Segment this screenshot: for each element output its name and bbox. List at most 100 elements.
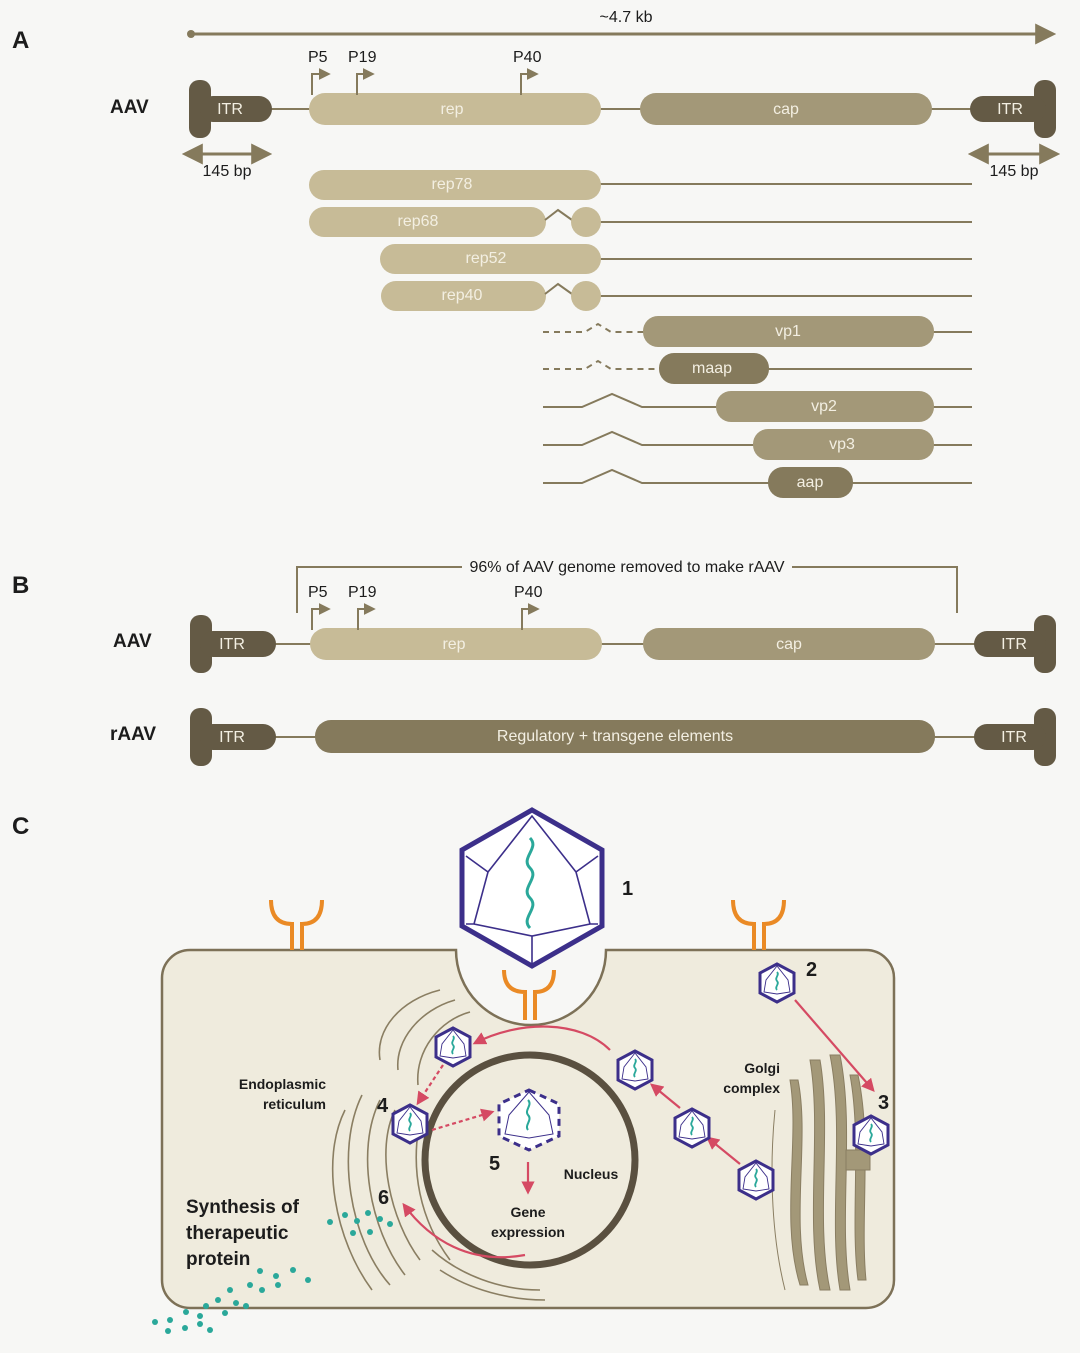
transcript-maap: maap bbox=[543, 353, 972, 384]
itr-size-right: 145 bp bbox=[990, 163, 1039, 180]
aav-row-label: AAV bbox=[110, 97, 149, 118]
protein-dot bbox=[215, 1297, 221, 1303]
transgene-cassette bbox=[315, 720, 935, 753]
svg-text:rep52: rep52 bbox=[466, 250, 507, 267]
virions bbox=[391, 962, 890, 1201]
promoter-p5: P5 bbox=[308, 49, 331, 95]
itr-size-left: 145 bp bbox=[203, 163, 252, 180]
protein-dot bbox=[182, 1325, 188, 1331]
svg-text:P5: P5 bbox=[308, 49, 328, 66]
protein-dot bbox=[350, 1230, 356, 1236]
rep-label-b: rep bbox=[442, 636, 465, 653]
protein-dot bbox=[365, 1210, 371, 1216]
protein-dot bbox=[342, 1212, 348, 1218]
protein-dot bbox=[273, 1273, 279, 1279]
cap-gene-b bbox=[643, 628, 935, 660]
protein-dot bbox=[259, 1287, 265, 1293]
svg-text:ITR: ITR bbox=[1001, 729, 1027, 746]
aav-capsid-large bbox=[459, 807, 605, 969]
protein-dot bbox=[354, 1218, 360, 1224]
removed-bracket bbox=[296, 566, 958, 613]
transcript-vp1: vp1 bbox=[543, 316, 972, 347]
itr-left-b: ITR bbox=[190, 615, 276, 673]
protein-dot bbox=[233, 1300, 239, 1306]
protein-dot bbox=[305, 1277, 311, 1283]
itr-left: ITR bbox=[189, 80, 272, 138]
svg-text:vp3: vp3 bbox=[829, 436, 855, 453]
protein-dot bbox=[387, 1221, 393, 1227]
gene-expression-label-2: expression bbox=[491, 1224, 565, 1240]
svg-text:P40: P40 bbox=[514, 584, 543, 601]
panel-c-label: C bbox=[12, 813, 29, 840]
protein-dot bbox=[152, 1319, 158, 1325]
transcript-vp3: vp3 bbox=[543, 429, 972, 460]
svg-text:ITR: ITR bbox=[219, 636, 245, 653]
genome-size-label: ~4.7 kb bbox=[600, 9, 653, 26]
svg-text:rep78: rep78 bbox=[432, 176, 473, 193]
step-5: 5 bbox=[489, 1153, 500, 1175]
rep-gene-b bbox=[310, 628, 602, 660]
transcript-rep40: rep40 bbox=[381, 281, 972, 311]
promoter-p40: P40 bbox=[513, 49, 542, 95]
svg-text:ITR: ITR bbox=[219, 729, 245, 746]
nucleus-label: Nucleus bbox=[564, 1166, 619, 1182]
protein-dot bbox=[290, 1267, 296, 1273]
gene-expression-label-1: Gene bbox=[510, 1204, 545, 1220]
svg-text:rep68: rep68 bbox=[398, 213, 439, 230]
aav-capsid-small bbox=[737, 1159, 775, 1201]
aav-row-label-b: AAV bbox=[113, 631, 152, 652]
svg-text:maap: maap bbox=[692, 360, 732, 377]
transgene-label: Regulatory + transgene elements bbox=[497, 728, 733, 745]
itr-right-raav: ITR bbox=[974, 708, 1056, 766]
receptor-right bbox=[731, 899, 786, 950]
cap-gene bbox=[640, 93, 932, 125]
aav-capsid-small bbox=[852, 1114, 890, 1156]
removed-bracket-text: 96% of AAV genome removed to make rAAV bbox=[469, 559, 784, 576]
protein-dot bbox=[377, 1216, 383, 1222]
svg-text:P40: P40 bbox=[513, 49, 542, 66]
step-4: 4 bbox=[377, 1095, 389, 1117]
er-label-1: Endoplasmic bbox=[239, 1076, 326, 1092]
endoplasmic-reticulum bbox=[331, 989, 546, 1301]
protein-dot bbox=[207, 1327, 213, 1333]
er-label-2: reticulum bbox=[263, 1096, 326, 1112]
cap-label: cap bbox=[773, 101, 799, 118]
protein-dot bbox=[203, 1303, 209, 1309]
protein-dot bbox=[167, 1317, 173, 1323]
cap-label-b: cap bbox=[776, 636, 802, 653]
svg-text:vp2: vp2 bbox=[811, 398, 837, 415]
protein-dot bbox=[257, 1268, 263, 1274]
itr-right: ITR bbox=[970, 80, 1056, 138]
step-2: 2 bbox=[806, 959, 817, 981]
aav-capsid-small bbox=[391, 1103, 429, 1145]
virion-uncoating bbox=[497, 1088, 561, 1152]
svg-text:rep40: rep40 bbox=[442, 287, 483, 304]
protein-dot bbox=[367, 1229, 373, 1235]
aav-capsid-small bbox=[616, 1049, 654, 1091]
panel-a-label: A bbox=[12, 27, 29, 54]
raav-row-label: rAAV bbox=[110, 724, 156, 745]
rep-label: rep bbox=[440, 101, 463, 118]
receptor-left bbox=[269, 899, 324, 950]
transcript-rep68: rep68 bbox=[309, 207, 972, 237]
transcript-rep52: rep52 bbox=[380, 244, 972, 274]
aav-capsid-small bbox=[758, 962, 796, 1004]
aav-capsid-small bbox=[673, 1107, 711, 1149]
trafficking-arrows bbox=[402, 999, 875, 1259]
promoter-p40-b: P40 bbox=[514, 584, 543, 630]
protein-dot bbox=[197, 1321, 203, 1327]
synthesis-label-3: protein bbox=[186, 1249, 250, 1270]
transcript-aap: aap bbox=[543, 467, 972, 498]
step-3: 3 bbox=[878, 1092, 889, 1114]
itr-right-label: ITR bbox=[997, 101, 1023, 118]
promoter-p19-b: P19 bbox=[348, 584, 377, 630]
transcript-rep78: rep78 bbox=[309, 170, 972, 200]
step-6: 6 bbox=[378, 1187, 389, 1209]
therapeutic-protein-dots bbox=[152, 1210, 393, 1334]
transcript-vp2: vp2 bbox=[543, 391, 972, 422]
protein-dot bbox=[247, 1282, 253, 1288]
svg-text:P19: P19 bbox=[348, 49, 377, 66]
itr-right-b: ITR bbox=[974, 615, 1056, 673]
protein-dot bbox=[222, 1310, 228, 1316]
